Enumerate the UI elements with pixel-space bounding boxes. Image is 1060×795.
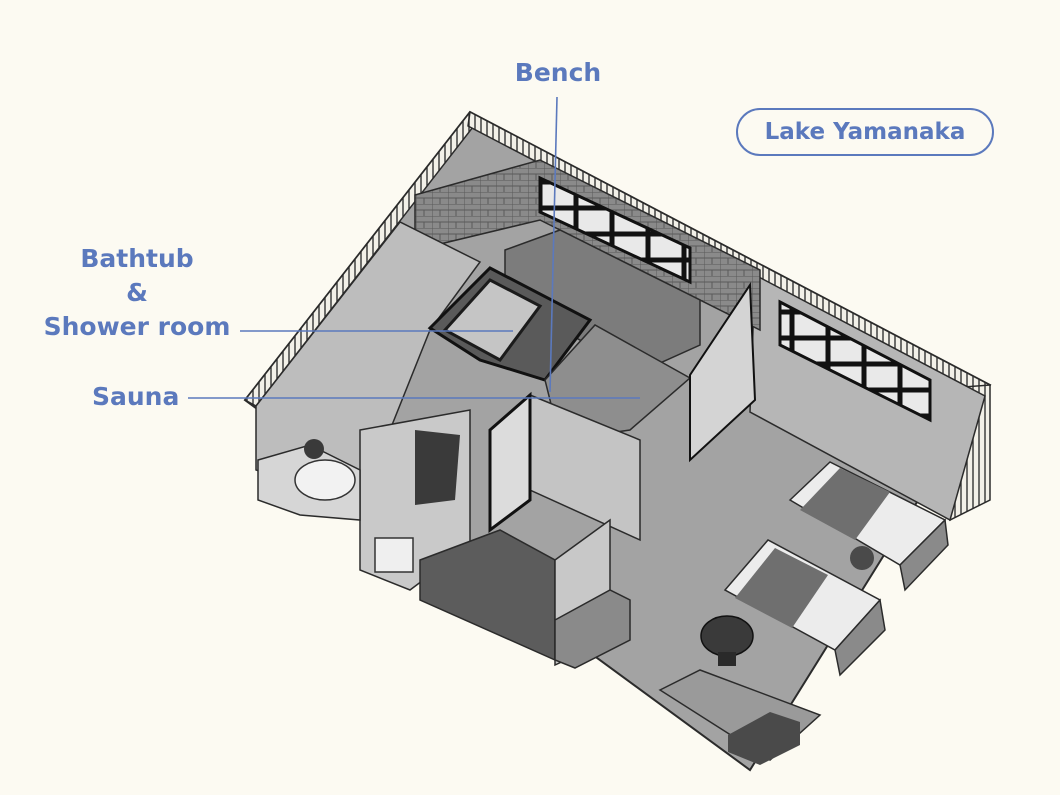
location-badge: Lake Yamanaka bbox=[736, 108, 994, 156]
shower-glass bbox=[442, 278, 543, 362]
window-sauna bbox=[538, 175, 692, 285]
entry-bench bbox=[554, 589, 631, 669]
bed-1 bbox=[788, 461, 949, 592]
sofa bbox=[658, 669, 822, 765]
window-bedroom bbox=[778, 299, 932, 423]
table-stand bbox=[718, 652, 736, 666]
partition-wall-2 bbox=[689, 281, 757, 463]
sink-basin bbox=[294, 459, 356, 501]
bathroom-floor bbox=[255, 221, 482, 506]
leader-line-bench bbox=[549, 96, 558, 393]
label-bench: Bench bbox=[514, 58, 602, 87]
toilet bbox=[374, 537, 414, 573]
label-bathtub-shower: Bathtub & Shower room bbox=[40, 242, 234, 344]
bedside-table bbox=[850, 546, 874, 570]
toilet-door bbox=[415, 430, 460, 505]
label-bathtub-line3: Shower room bbox=[43, 312, 231, 341]
sink-stool bbox=[304, 439, 324, 459]
label-bathtub-line1: Bathtub bbox=[80, 244, 194, 273]
round-table bbox=[700, 615, 754, 657]
glass-door bbox=[488, 391, 532, 533]
bed-2 bbox=[723, 539, 886, 677]
label-sauna: Sauna bbox=[92, 382, 180, 411]
label-bathtub-line2: & bbox=[126, 278, 148, 307]
